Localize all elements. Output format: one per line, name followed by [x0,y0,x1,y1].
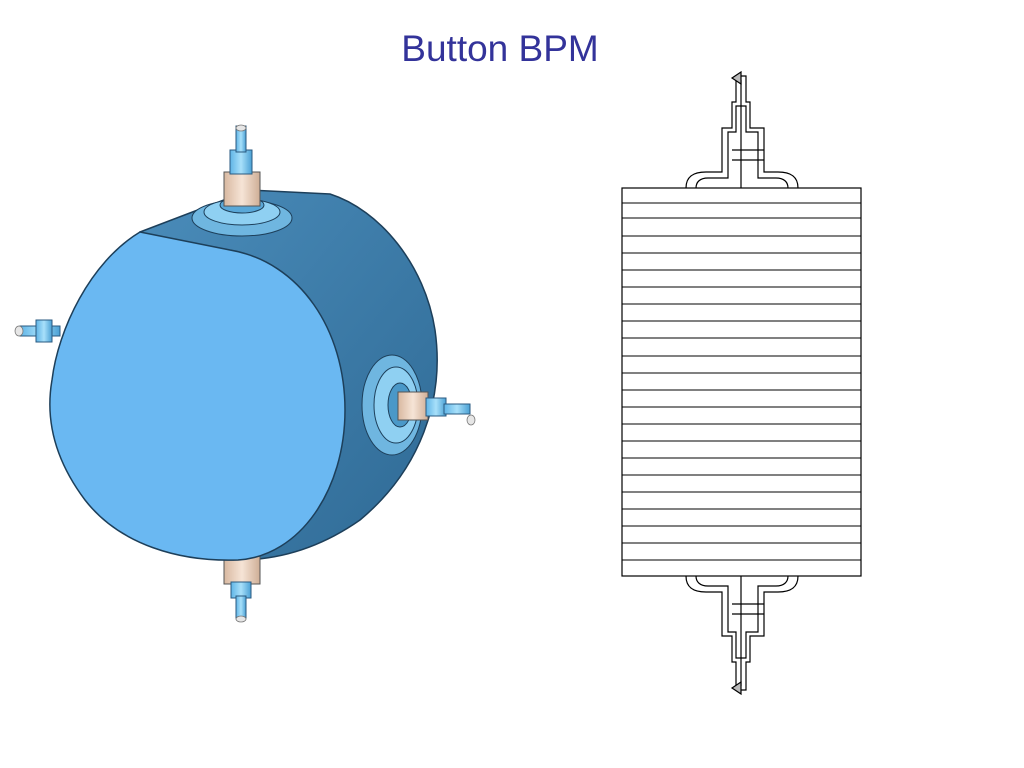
bpm-front-face [49,231,346,561]
right-feedthrough-icon [361,354,476,456]
bottom-feedthrough-icon [223,555,261,623]
slide-title: Button BPM [401,28,599,69]
top-connector-icon [685,70,799,189]
left-feedthrough-icon [14,319,61,343]
top-feedthrough-icon [191,124,293,237]
bpm-body-outline [621,187,862,577]
bpm-cross-section-drawing [621,70,862,696]
body-hatch-lines [622,202,861,561]
bottom-connector-icon [685,575,799,696]
bpm-3d-model-image [14,124,476,623]
